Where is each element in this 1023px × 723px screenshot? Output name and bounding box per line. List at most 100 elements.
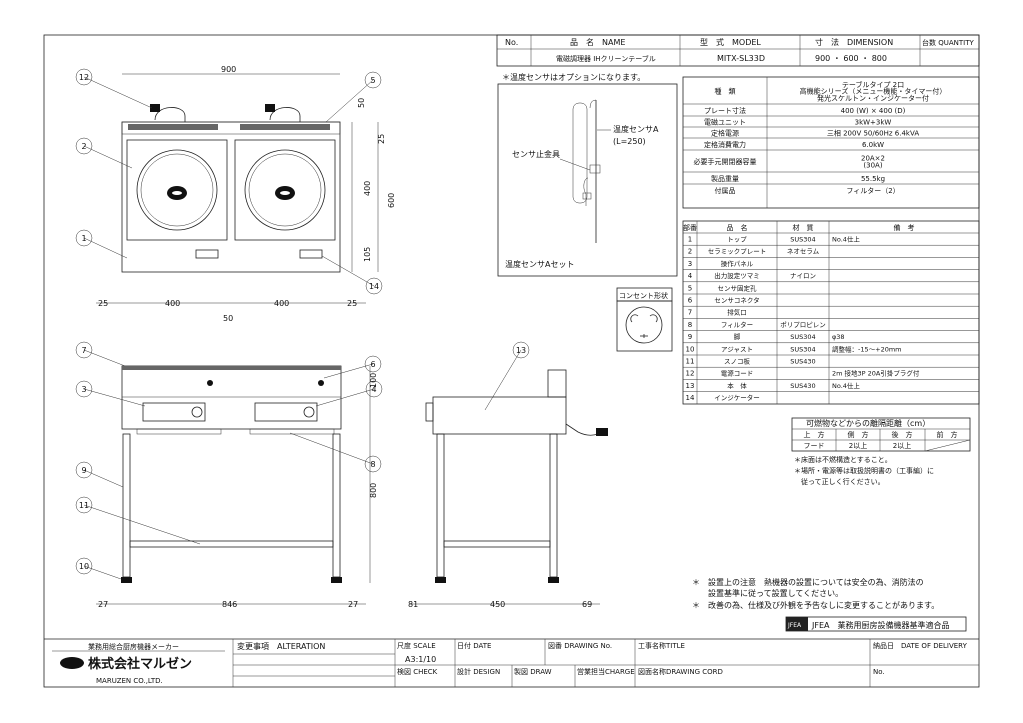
callout-leader [323,363,374,379]
leg-front-left [122,433,131,578]
spec-value: 6.0kW [862,141,884,149]
filter-right [249,428,335,435]
side-power-cord [565,423,599,436]
product-name: 電磁調理器 IHクリーンテーブル [556,54,656,63]
parts-header-material: 材 質 [793,223,814,232]
parts-row-name: センサ固定孔 [718,283,758,292]
date-label: 日付 DATE [457,641,491,650]
parts-row-name: 排気口 [727,308,747,317]
parts-row-material: SUS304 [790,345,815,353]
sensor-length-label: (L=250) [613,137,646,146]
parts-row-name: 電源コード [721,369,754,378]
note-line-1: ＊ 設置上の注意 熱機器の設置については安全の為、消防法の [692,577,924,587]
parts-row-no: 10 [686,345,695,353]
exhaust-vent-right [240,124,330,130]
callout-number: 5 [370,76,375,85]
parts-row-no: 3 [688,260,692,268]
callout-balloon [364,455,382,473]
power-cord-right [265,104,301,122]
callout-leader [83,76,153,109]
clearance-note: ＊場所・電源等は取扱説明書の（工事編）に [794,466,934,475]
top-body-outline [121,121,341,273]
filter-left [136,428,222,435]
dim-right-25: 25 [377,134,386,144]
callout-leader [289,432,374,465]
sensor-set-label: 温度センサAセット [505,259,574,269]
alteration-label: 変更事項 ALTERATION [237,641,325,651]
jfea-mark: JFEA [787,622,802,629]
parts-header-note: 備 考 [894,223,915,232]
callout-number: 3 [81,385,86,394]
parts-row-no: 9 [688,333,692,341]
dim-top-width: 900 [221,65,236,74]
parts-row-name: センサコネクタ [714,296,759,305]
parts-row-material: SUS430 [790,382,815,390]
adjuster-right [331,577,342,583]
parts-row-note: No.4仕上 [832,235,860,244]
maruzen-logo-icon [60,657,84,669]
callout-number: 14 [369,282,379,291]
outlet-plug-icon [625,306,663,344]
spec-key: 種 類 [715,87,736,96]
parts-row-material: ネオセラム [787,248,820,256]
parts-header-name: 品 名 [727,223,748,232]
company-en: MARUZEN CO.,LTD. [96,677,163,685]
no-label: No. [505,38,518,47]
sensor-option-note: ＊温度センサはオプションになります。 [502,72,645,82]
callout-balloon [365,380,383,398]
parts-row-name: スノコ板 [724,357,751,366]
note-line-2: 設置基準に従って設置してください。 [692,588,843,598]
power-cord-left [150,104,186,122]
parts-row-name: 出力設定ツマミ [714,271,760,280]
parts-row-name: 本 体 [727,381,747,390]
spec-value: 高機能シリーズ（メニュー機能・タイマー付） [800,87,947,96]
callout-number: 13 [516,346,526,355]
dim-side-69: 69 [582,600,592,609]
spec-value: 発光スケルトン・インジケーター付 [817,93,929,102]
parts-row-name: インジケーター [714,393,760,402]
parts-row-material: SUS304 [790,236,815,244]
design-label: 設計 DESIGN [457,667,500,676]
parts-header-no: 部番 [683,223,697,232]
clearance-header: 後 方 [892,430,913,439]
clearance-note: ＊床面は不燃構造とすること。 [794,455,892,464]
jfea-logo-icon [786,617,808,631]
parts-row-name: セラミックプレート [708,248,767,256]
outlet-panel: コンセント形状 [616,287,673,352]
callout-number: 2 [81,142,86,151]
parts-row-material: ナイロン [790,272,816,280]
dim-bottom-400b: 400 [274,299,289,308]
dimension-label: 寸 法 DIMENSION [815,37,893,47]
parts-row-note: 調整幅：-15～+20mm [832,344,902,353]
top-view: 900 50 25 400 600 105 25 400 400 25 50 [96,65,396,323]
front-exhaust-vent [122,366,341,370]
adjuster-side-front [435,577,446,583]
spec-value: 20A×2 [861,154,885,162]
burner-left [136,149,218,231]
control-panel-right [254,402,318,422]
callout-leader [484,349,522,411]
callout-balloon [75,229,93,247]
parts-row-no: 13 [686,382,695,390]
clearance-value: 2以上 [849,441,867,450]
clearance-note: 従って正しく行ください。 [794,477,885,486]
temperature-sensor-drawing [572,99,601,243]
callout-balloon [75,461,93,479]
callout-leader [325,79,374,123]
callout-number: 10 [79,562,89,571]
dim-front-800: 800 [369,483,378,498]
ceramic-plate-left [126,139,228,241]
parts-row-name: トップ [727,236,747,244]
front-view: 100 800 27 846 27 [96,365,378,609]
callout-leader [83,145,133,169]
spec-key: 定格消費電力 [704,140,746,149]
dim-right-105: 105 [363,247,372,262]
callout-leader [83,504,201,545]
callout-balloon [364,71,382,89]
footer-no-label: No. [873,668,885,676]
adjuster-side-rear [548,577,559,583]
